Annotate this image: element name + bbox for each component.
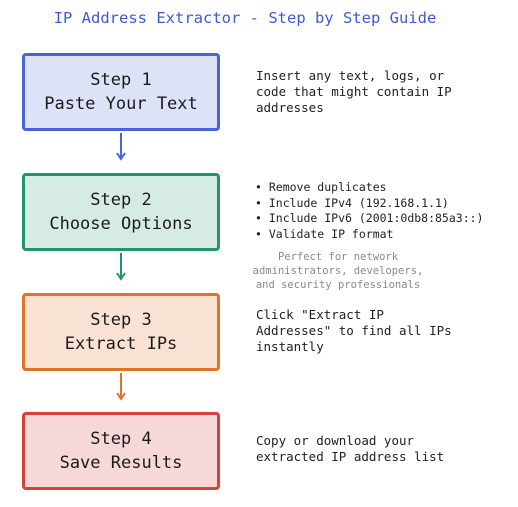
step-2-options-list: • Remove duplicates • Include IPv4 (192.… (255, 180, 483, 242)
page-title: IP Address Extractor - Step by Step Guid… (53, 9, 437, 27)
option-validate-format: • Validate IP format (255, 226, 394, 241)
step-3-description: Click "Extract IP Addresses" to find all… (256, 307, 452, 354)
step-3-number: Step 3 (90, 310, 152, 330)
step-4-label: Save Results (59, 453, 183, 473)
step-4-box: Step 4 Save Results (22, 412, 220, 490)
option-include-ipv6: • Include IPv6 (2001:0db8:85a3::) (255, 211, 484, 225)
step-1-label: Paste Your Text (44, 94, 198, 114)
audience-note: Perfect for network administrators, deve… (252, 251, 424, 291)
step-2-label: Choose Options (49, 214, 193, 234)
arrow-2-to-3 (116, 253, 126, 281)
arrow-1-to-2 (116, 133, 126, 161)
step-4-number: Step 4 (90, 429, 152, 449)
step-1-description: Insert any text, logs, or code that migh… (256, 68, 452, 115)
step-3-label: Extract IPs (64, 334, 178, 354)
option-remove-duplicates: • Remove duplicates (255, 180, 387, 194)
option-include-ipv4: • Include IPv4 (192.168.1.1) (255, 195, 449, 210)
step-1-box: Step 1 Paste Your Text (22, 53, 220, 131)
arrow-3-to-4 (116, 373, 126, 401)
step-4-description: Copy or download your extracted IP addre… (256, 433, 445, 464)
step-1-number: Step 1 (90, 70, 152, 90)
step-3-box: Step 3 Extract IPs (22, 293, 220, 371)
step-2-box: Step 2 Choose Options (22, 173, 220, 251)
step-2-number: Step 2 (90, 190, 152, 210)
